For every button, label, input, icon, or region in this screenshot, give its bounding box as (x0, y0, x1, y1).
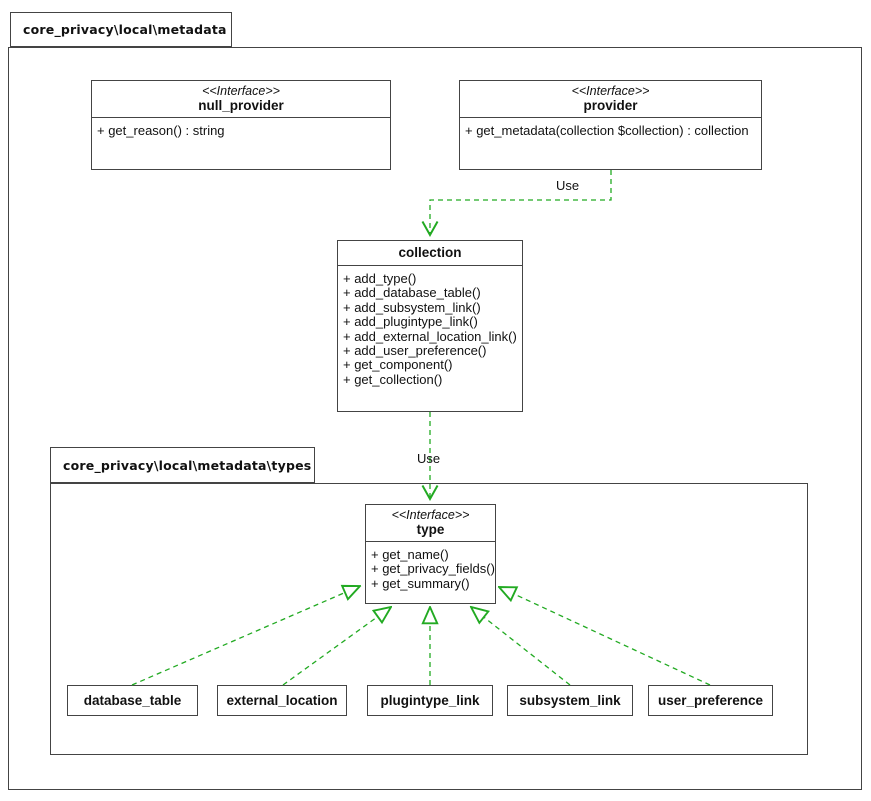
method-row: + get_reason() : string (97, 123, 225, 138)
class-provider-methods: + get_metadata(collection $collection) :… (460, 118, 761, 138)
class-subsystem-link-name: subsystem_link (519, 693, 621, 708)
class-null-provider-name: null_provider (198, 98, 284, 113)
class-database-table: database_table (67, 685, 198, 716)
class-provider-stereotype: <<Interface>> (571, 84, 650, 98)
package-types-label: core_privacy\local\metadata\types (63, 457, 312, 473)
package-metadata-tab: core_privacy\local\metadata (10, 12, 232, 47)
class-external-location-name: external_location (226, 693, 338, 708)
class-null-provider: <<Interface>> null_provider + get_reason… (91, 80, 391, 170)
method-row: + add_user_preference() (343, 343, 487, 359)
class-provider-name: provider (583, 98, 638, 113)
method-row: + add_plugintype_link() (343, 314, 478, 330)
class-subsystem-link: subsystem_link (507, 685, 633, 716)
package-types-tab: core_privacy\local\metadata\types (50, 447, 315, 483)
method-row: + add_subsystem_link() (343, 299, 481, 315)
use-label-collection-type: Use (417, 451, 441, 466)
class-collection-methods: + add_type() + add_database_table() + ad… (338, 266, 522, 387)
class-external-location: external_location (217, 685, 347, 716)
class-database-table-name: database_table (83, 693, 182, 708)
package-types-body (50, 483, 808, 755)
class-null-provider-header: <<Interface>> null_provider (92, 81, 390, 118)
class-null-provider-methods: + get_reason() : string (92, 118, 390, 138)
method-row: + get_collection() (343, 371, 443, 387)
package-metadata-body (8, 47, 862, 790)
class-collection-name: collection (398, 245, 462, 260)
method-row: + get_privacy_fields() (371, 561, 495, 577)
method-row: + add_database_table() (343, 285, 481, 301)
method-row: + add_type() (343, 271, 417, 286)
package-metadata-label: core_privacy\local\metadata (23, 22, 227, 37)
method-row: + get_name() (371, 547, 449, 562)
class-plugintype-link: plugintype_link (367, 685, 493, 716)
class-type-stereotype: <<Interface>> (391, 508, 470, 522)
method-row: + get_summary() (371, 575, 470, 591)
class-type-header: <<Interface>> type (366, 505, 495, 542)
class-provider-header: <<Interface>> provider (460, 81, 761, 118)
method-row: + get_component() (343, 357, 453, 373)
class-user-preference-name: user_preference (657, 693, 764, 708)
class-collection-header: collection (338, 241, 522, 266)
method-row: + add_external_location_link() (343, 328, 517, 344)
class-plugintype-link-name: plugintype_link (380, 693, 480, 708)
class-type-name: type (416, 522, 445, 537)
method-row: + get_metadata(collection $collection) :… (465, 123, 749, 138)
class-null-provider-stereotype: <<Interface>> (202, 84, 280, 98)
class-provider: <<Interface>> provider + get_metadata(co… (459, 80, 762, 170)
class-type: <<Interface>> type + get_name() + get_pr… (365, 504, 496, 604)
use-label-provider-collection: Use (556, 178, 580, 193)
class-user-preference: user_preference (648, 685, 773, 716)
class-type-methods: + get_name() + get_privacy_fields() + ge… (366, 542, 495, 591)
class-collection: collection + add_type() + add_database_t… (337, 240, 523, 412)
